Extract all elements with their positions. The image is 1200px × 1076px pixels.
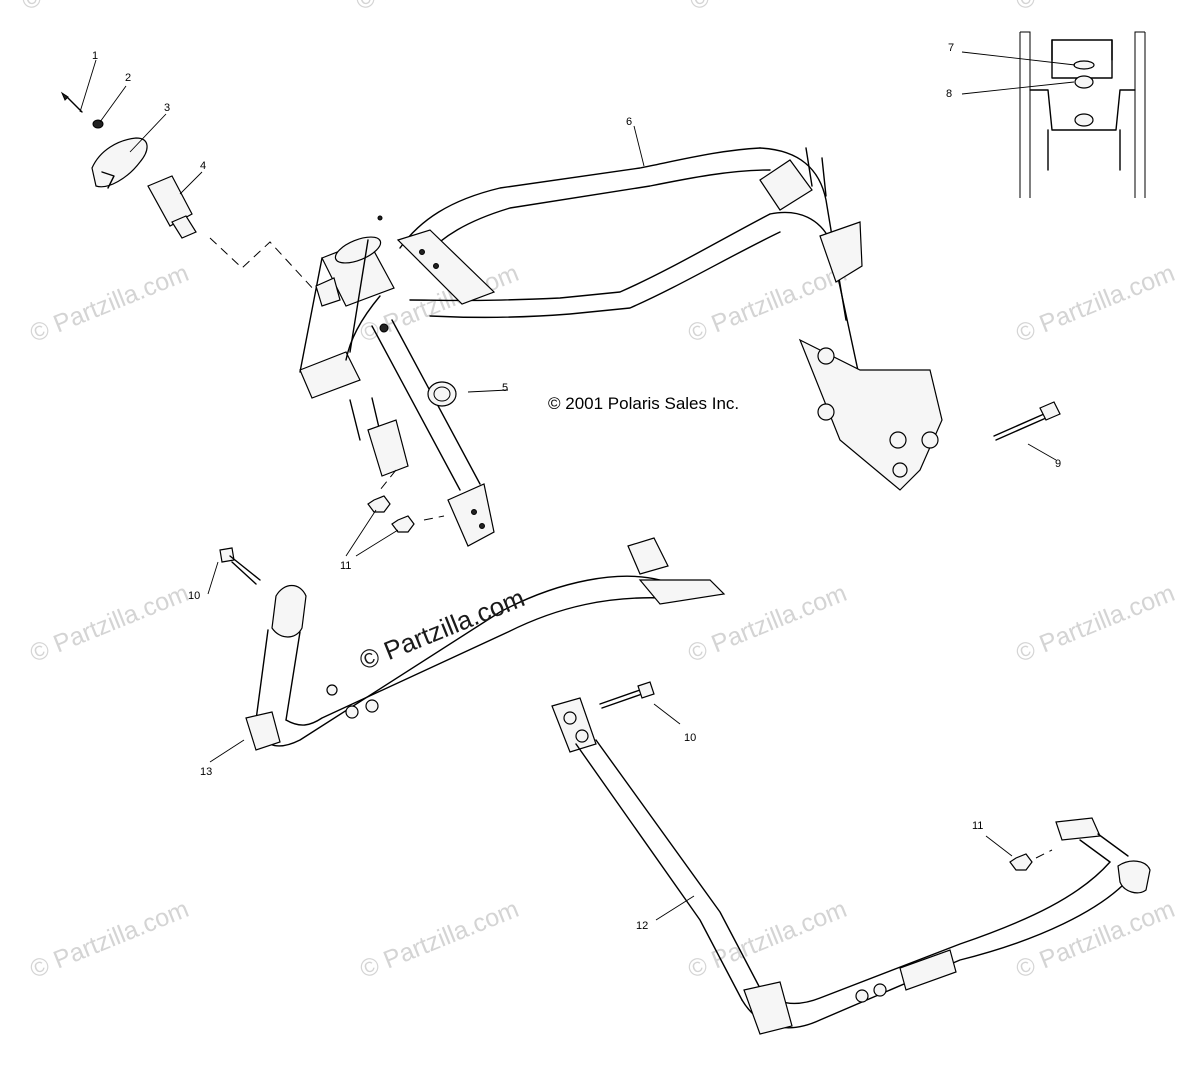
callout-6: 6 bbox=[626, 116, 633, 128]
callout-2: 2 bbox=[125, 72, 132, 84]
part-10-bolt bbox=[207, 547, 261, 595]
inset-detail bbox=[961, 31, 1146, 198]
part-12-rear-frame bbox=[551, 697, 1151, 1035]
callout-5: 5 bbox=[502, 382, 509, 394]
copyright-text: © 2001 Polaris Sales Inc. bbox=[548, 394, 740, 413]
callout-10-lower: 10 bbox=[684, 732, 697, 744]
part-10-bolt-lower bbox=[599, 681, 681, 725]
callout-10-left: 10 bbox=[188, 590, 201, 602]
part-13-lower-frame bbox=[209, 537, 726, 763]
part-2-washer bbox=[92, 85, 127, 129]
callout-3: 3 bbox=[164, 102, 171, 114]
callout-4: 4 bbox=[200, 160, 207, 172]
part-4-pin bbox=[147, 171, 203, 239]
part-5-grommet bbox=[427, 381, 509, 407]
part-3-cover-plate bbox=[91, 113, 167, 189]
callout-7: 7 bbox=[948, 42, 955, 54]
part-11-nut-lower bbox=[985, 835, 1053, 871]
part-9-bolt bbox=[993, 401, 1061, 461]
callout-11-top: 11 bbox=[340, 560, 352, 572]
callout-12: 12 bbox=[636, 920, 649, 932]
part-1-screw bbox=[60, 59, 97, 113]
callout-13: 13 bbox=[200, 766, 213, 778]
part-11-nuts bbox=[345, 469, 445, 557]
callout-11-lower: 11 bbox=[972, 820, 984, 832]
callout-1: 1 bbox=[92, 50, 99, 62]
part-6-main-frame bbox=[299, 147, 943, 547]
callout-8: 8 bbox=[946, 88, 953, 100]
callout-9: 9 bbox=[1055, 458, 1062, 470]
